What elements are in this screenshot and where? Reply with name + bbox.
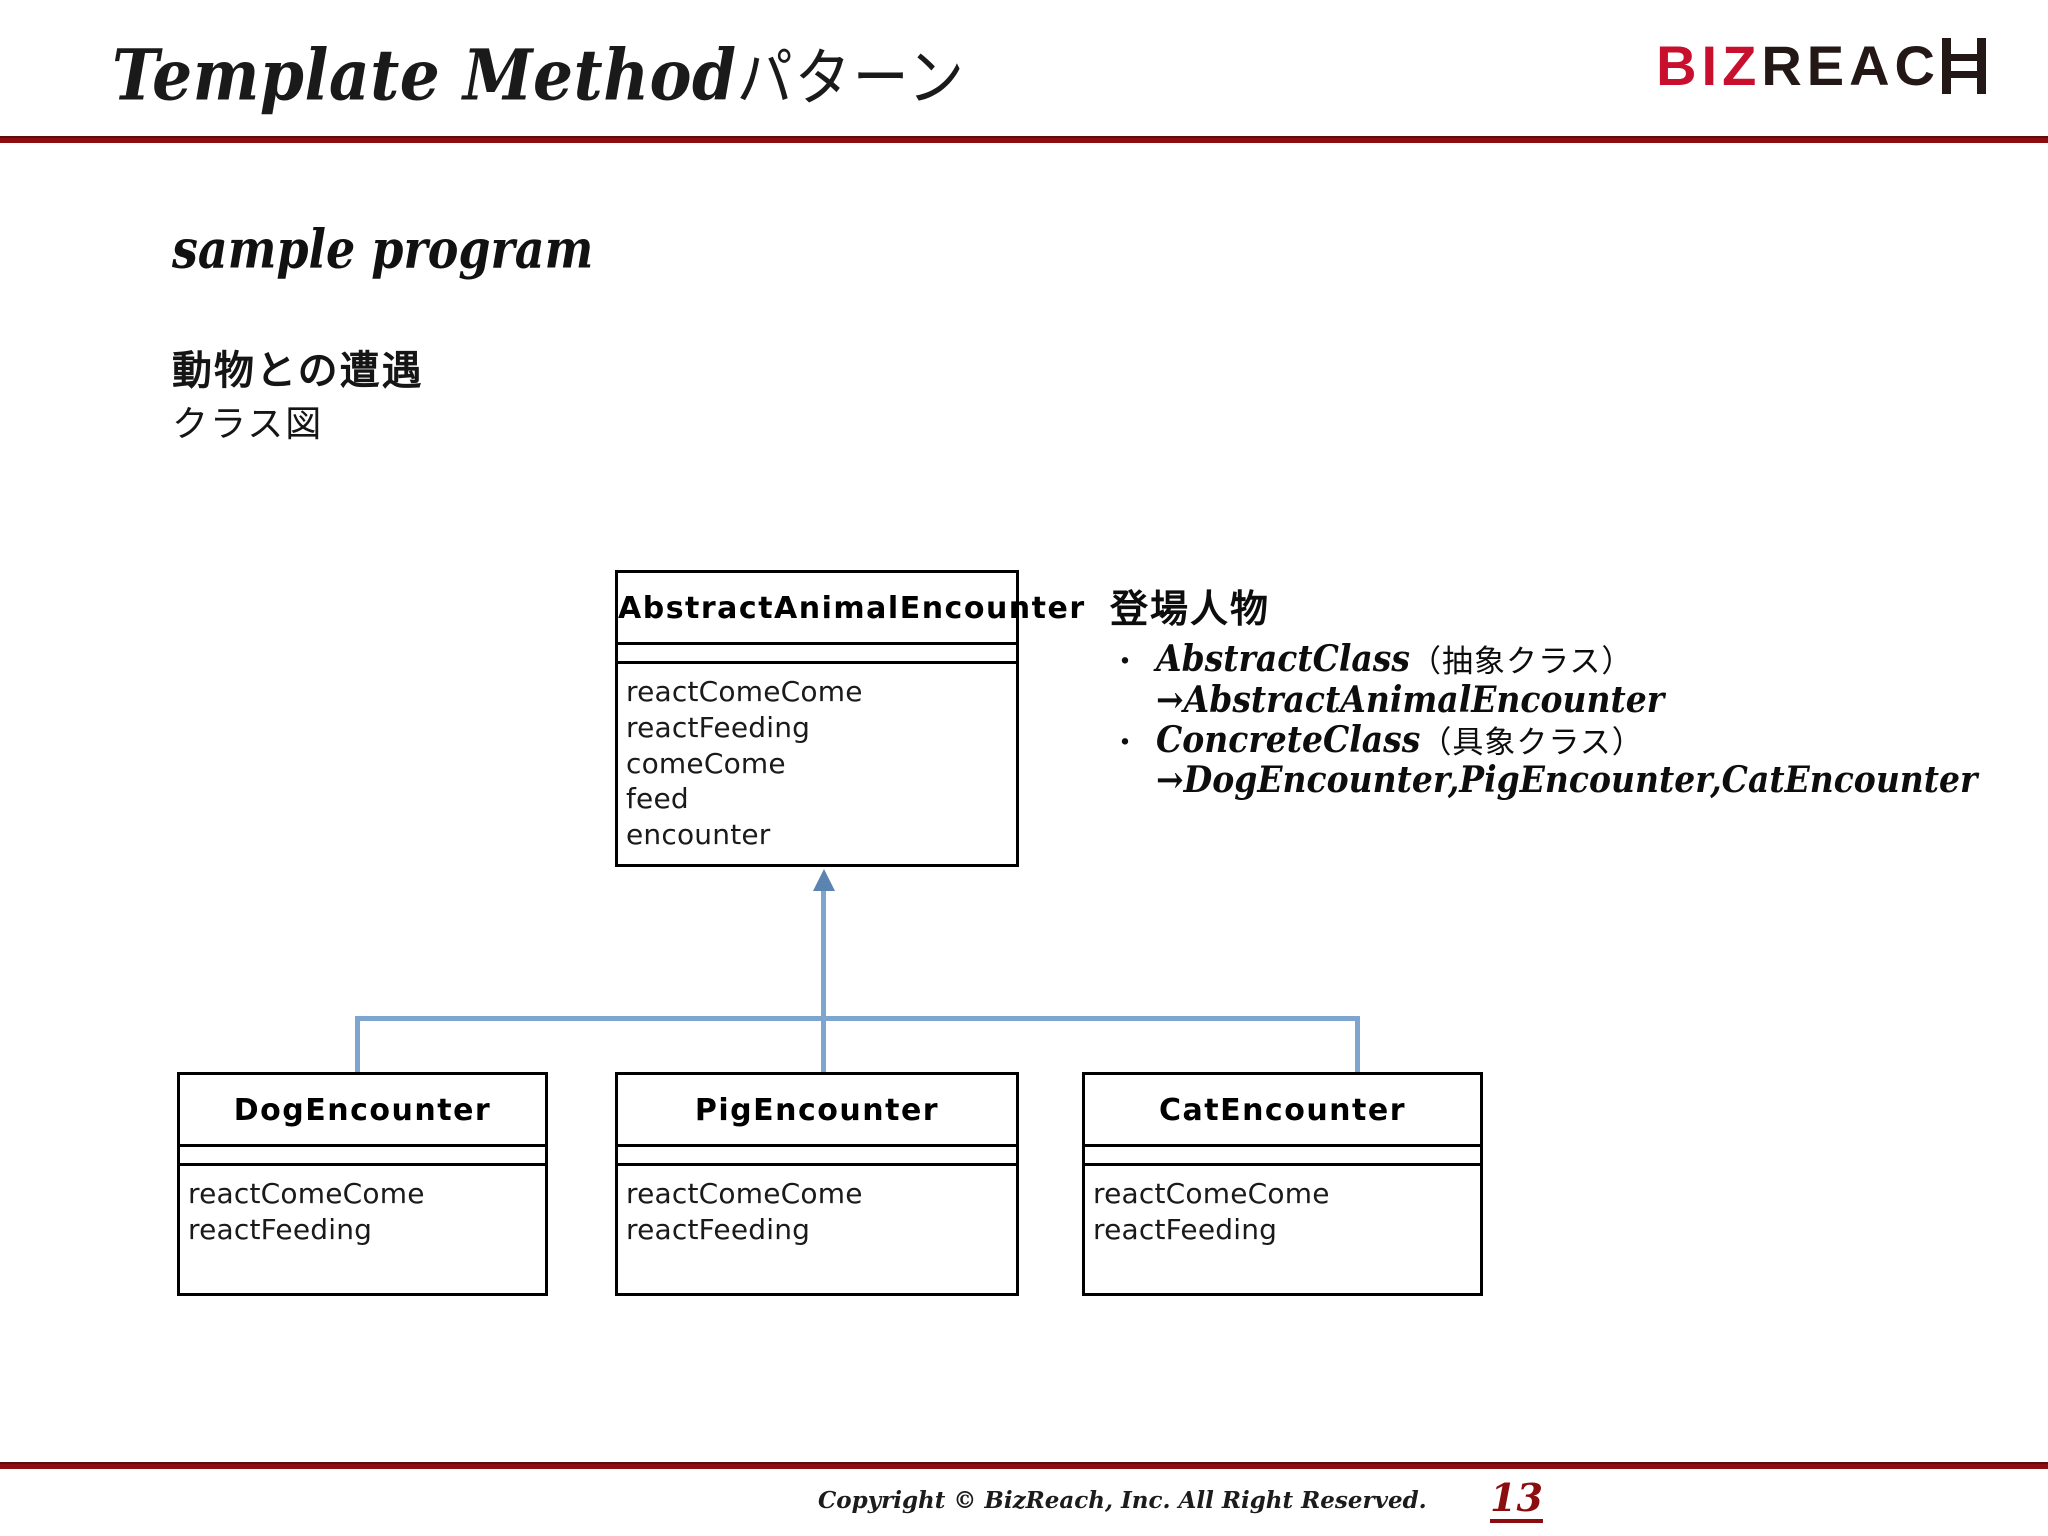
uml-methods-compartment: reactComeCome reactFeeding (618, 1163, 1016, 1248)
uml-method: reactFeeding (1093, 1212, 1278, 1246)
logo-text-biz: BIZ (1656, 34, 1762, 97)
uml-methods-compartment: reactComeCome reactFeeding (1085, 1163, 1480, 1248)
uml-method: reactFeeding (626, 1212, 811, 1246)
legend-bullet-icon: ・ (1110, 646, 1140, 679)
page-title: Template Methodパターン (112, 28, 966, 119)
logo-text-reach: REAC (1761, 34, 1940, 97)
uml-methods-compartment: reactComeCome reactFeeding (180, 1163, 545, 1248)
legend-detail-arrow-icon: → (1156, 677, 1184, 721)
footer-divider (0, 1462, 2048, 1469)
uml-method: reactComeCome (626, 1177, 863, 1210)
uml-method: comeCome (626, 746, 786, 780)
uml-class-abstract-animal-encounter[interactable]: AbstractAnimalEncounter reactComeCome re… (615, 570, 1086, 867)
generalization-arrow-icon (813, 869, 835, 891)
legend-detail-concrete-class: →DogEncounter,PigEncounter,CatEncounter (1110, 758, 1977, 802)
connector-horizontal-bus (355, 1016, 1360, 1021)
uml-class-cat-encounter[interactable]: CatEncounter reactComeCome reactFeeding (1082, 1072, 1483, 1296)
connector-vertical-trunk (821, 890, 826, 1098)
legend-note: （具象クラス） (1420, 724, 1644, 760)
page-number: 13 (1490, 1478, 1543, 1523)
legend-detail: DogEncounter,PigEncounter,CatEncounter (1183, 758, 1978, 802)
section-heading: sample program (172, 218, 594, 281)
uml-method: encounter (626, 818, 771, 852)
uml-method: reactComeCome (1093, 1177, 1330, 1210)
uml-method: reactComeCome (188, 1177, 425, 1210)
uml-attributes-compartment (618, 642, 1016, 661)
header-divider (0, 136, 2048, 143)
legend-detail: AbstractAnimalEncounter (1183, 677, 1665, 721)
legend-detail-arrow-icon: → (1156, 758, 1184, 802)
uml-attributes-compartment (618, 1144, 1016, 1163)
uml-method: reactFeeding (626, 710, 811, 744)
legend-bullet-icon: ・ (1110, 726, 1140, 760)
connector-drop-cat (1355, 1016, 1360, 1074)
uml-class-name: CatEncounter (1158, 1093, 1407, 1128)
footer-copyright: Copyright © BizReach, Inc. All Right Res… (818, 1487, 1427, 1514)
uml-class-dog-encounter[interactable]: DogEncounter reactComeCome reactFeeding (177, 1072, 548, 1296)
sub-heading: 動物との遭遇 (172, 349, 424, 393)
uml-class-name: PigEncounter (694, 1093, 940, 1128)
uml-method: reactComeCome (626, 675, 863, 708)
page-title-jp: パターン (736, 42, 966, 114)
uml-methods-compartment: reactComeCome reactFeeding comeCome feed… (618, 661, 1016, 853)
legend-detail-abstract-class: →AbstractAnimalEncounter (1110, 678, 1977, 722)
logo-h-mark-icon (1942, 38, 1986, 94)
legend-note: （抽象クラス） (1409, 644, 1634, 679)
sub-heading-secondary: クラス図 (172, 403, 324, 444)
legend-item-abstract-class: ・ AbstractClass（抽象クラス） (1110, 637, 1977, 682)
legend-panel: 登場人物 ・ AbstractClass（抽象クラス） →AbstractAni… (1110, 578, 1977, 803)
legend-term: AbstractClass (1156, 636, 1410, 680)
uml-attributes-compartment (180, 1144, 545, 1163)
page-title-en: Template Method (112, 33, 737, 117)
legend-item-concrete-class: ・ ConcreteClass（具象クラス） (1110, 718, 1977, 763)
legend-title: 登場人物 (1110, 589, 1271, 631)
uml-class-name: DogEncounter (233, 1093, 492, 1128)
uml-attributes-compartment (1085, 1144, 1480, 1163)
uml-method: feed (626, 782, 689, 816)
uml-class-name: AbstractAnimalEncounter (618, 591, 1086, 626)
connector-drop-dog (355, 1016, 360, 1074)
legend-term: ConcreteClass (1156, 717, 1421, 761)
uml-class-pig-encounter[interactable]: PigEncounter reactComeCome reactFeeding (615, 1072, 1019, 1296)
uml-method: reactFeeding (188, 1212, 373, 1246)
